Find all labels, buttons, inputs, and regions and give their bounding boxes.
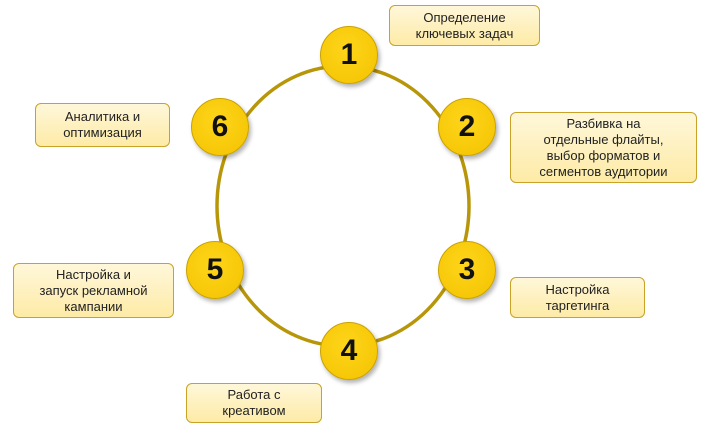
step-4-circle: 4 — [320, 322, 378, 380]
step-4-label: Работа с креативом — [186, 383, 322, 423]
step-3-circle: 3 — [438, 241, 496, 299]
step-5-label: Настройка и запуск рекламной кампании — [13, 263, 174, 318]
step-3-label: Настройка таргетинга — [510, 277, 645, 318]
step-6-circle: 6 — [191, 98, 249, 156]
step-1-circle: 1 — [320, 26, 378, 84]
step-5-circle: 5 — [186, 241, 244, 299]
step-6-label: Аналитика и оптимизация — [35, 103, 170, 147]
step-1-label: Определение ключевых задач — [389, 5, 540, 46]
step-2-label: Разбивка на отдельные флайты, выбор форм… — [510, 112, 697, 183]
step-2-circle: 2 — [438, 98, 496, 156]
